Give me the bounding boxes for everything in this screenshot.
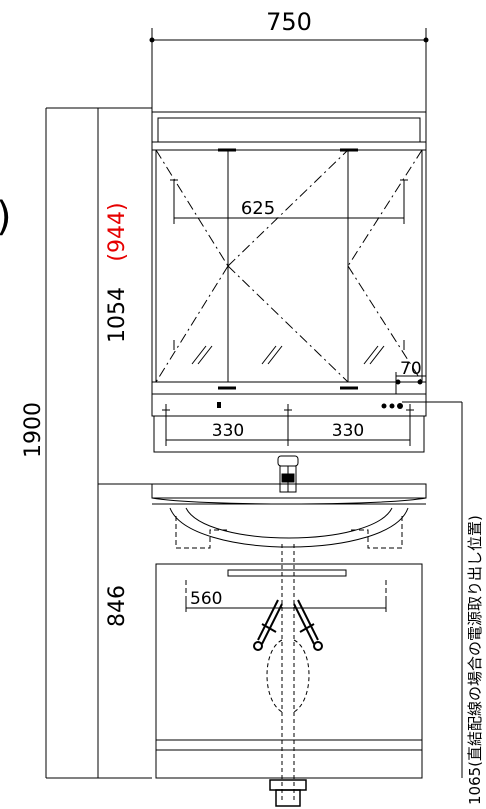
drain-pipe [266, 544, 310, 800]
spacing-left-330-label: 330 [212, 421, 244, 441]
width-dimension [149, 28, 429, 112]
mirror-span-625-label: 625 [241, 198, 275, 219]
offset-70-label: 70 [400, 359, 422, 379]
height-1900-label: 1900 [21, 402, 46, 458]
under-basin-hidden-lines [175, 516, 403, 608]
drain-trap [269, 779, 307, 807]
door-swing-lines [155, 149, 423, 383]
spacing-right-330-label: 330 [332, 421, 364, 441]
offset-dimension [395, 372, 426, 394]
mirror-height-944-label: (944) [105, 202, 130, 261]
mirror-cabinet [151, 111, 427, 453]
mirror-reflection-marks [191, 345, 385, 365]
vanity-base-cabinet [155, 563, 423, 779]
vanity-counter [151, 483, 427, 548]
drain-offset-560-label: 560 [190, 589, 222, 609]
cabinet-fixtures [217, 402, 403, 409]
power-outlet-note: 1065(直結配線の場合の電源取り出し位置) [466, 515, 484, 805]
width-750-label: 750 [266, 8, 312, 36]
supply-valves [253, 599, 323, 651]
vanity-height-846-label: 846 [105, 585, 130, 627]
mirror-height-1054-label: 1054 [105, 287, 130, 343]
faucet [277, 455, 299, 493]
spacing-dimensions [162, 404, 414, 446]
cropped-paren-mark: ) [0, 194, 12, 240]
drain-offset-dimension [185, 598, 387, 612]
height-dimension-lines [45, 107, 152, 779]
mirror-span-dimension [170, 179, 408, 350]
